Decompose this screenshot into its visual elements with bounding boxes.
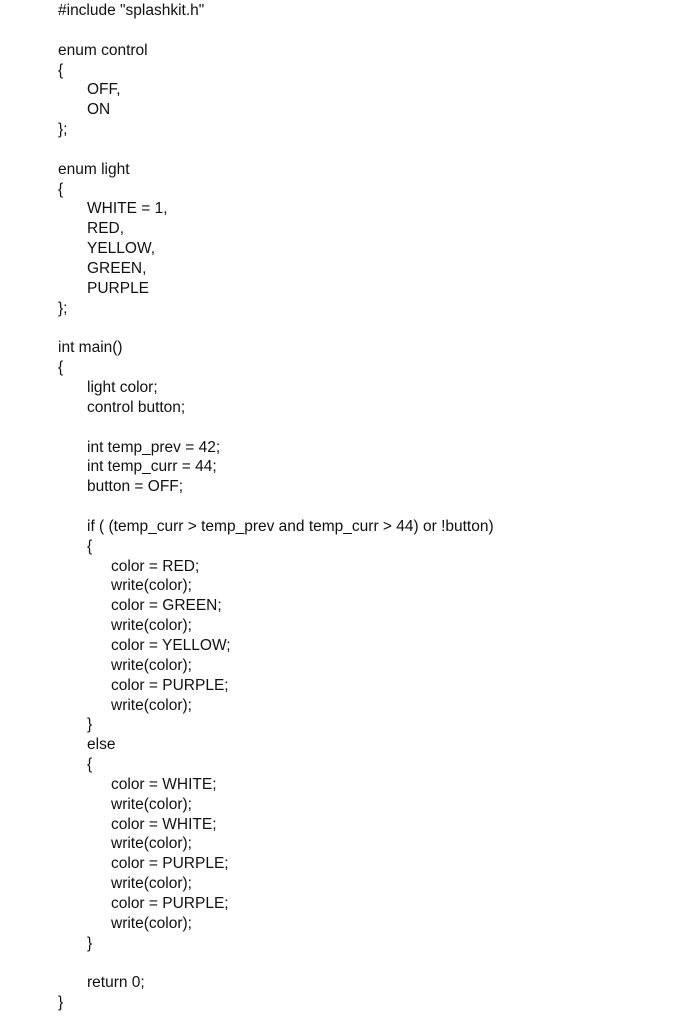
code-line: if ( (temp_curr > temp_prev and temp_cur…: [87, 517, 494, 535]
blank-line: [58, 418, 678, 438]
code-line: color = PURPLE;: [111, 894, 229, 912]
code-line: RED,: [87, 220, 125, 238]
code-line: return 0;: [87, 974, 145, 992]
code-line: color = RED;: [111, 557, 200, 575]
code-line: color = PURPLE;: [111, 855, 229, 873]
code-line: color = WHITE;: [111, 775, 217, 793]
code-line: };: [58, 121, 68, 139]
code-line: int temp_curr = 44;: [87, 458, 217, 476]
blank-line: [58, 21, 678, 41]
code-line: };: [58, 299, 68, 317]
code-line: write(color);: [111, 914, 192, 932]
code-line: color = YELLOW;: [111, 637, 231, 654]
blank-line: [58, 319, 678, 339]
code-listing: #include "splashkit.h" enum control { OFF, O…: [58, 0, 678, 1024]
code-line: int temp_prev = 42;: [87, 438, 221, 456]
code-line: enum control: [58, 41, 148, 59]
blank-line: [58, 497, 678, 517]
code-line: else: [87, 736, 116, 754]
code-line: #include "splashkit.h": [58, 2, 205, 19]
code-line: write(color);: [111, 656, 192, 674]
code-line: control button;: [87, 398, 186, 416]
code-line: write(color);: [111, 577, 192, 595]
code-line: {: [58, 61, 64, 79]
code-line: {: [58, 180, 64, 198]
code-line: write(color);: [111, 617, 192, 635]
blank-line: [58, 140, 678, 160]
code-line: OFF,: [87, 81, 121, 99]
code-line: }: [87, 716, 93, 734]
code-line: WHITE = 1,: [87, 200, 168, 218]
code-line: color = PURPLE;: [111, 676, 229, 694]
blank-line: [58, 954, 678, 974]
code-line: int main(): [58, 339, 123, 357]
code-line: write(color);: [111, 835, 192, 853]
code-line: write(color);: [111, 795, 192, 813]
code-line: PURPLE: [87, 279, 150, 297]
code-line: GREEN,: [87, 259, 147, 277]
code-line: }: [58, 994, 64, 1012]
code-line: write(color);: [111, 875, 192, 893]
code-line: YELLOW,: [87, 240, 156, 258]
code-line: enum light: [58, 160, 130, 178]
code-line: }: [87, 934, 93, 952]
code-line: {: [87, 537, 93, 555]
code-line: light color;: [87, 379, 158, 397]
code-line: {: [87, 756, 93, 774]
code-line: color = WHITE;: [111, 815, 217, 833]
code-line: color = GREEN;: [111, 597, 222, 615]
code-line: ON: [87, 101, 111, 119]
code-line: {: [58, 359, 64, 377]
code-line: button = OFF;: [87, 478, 184, 496]
code-line: write(color);: [111, 696, 192, 714]
